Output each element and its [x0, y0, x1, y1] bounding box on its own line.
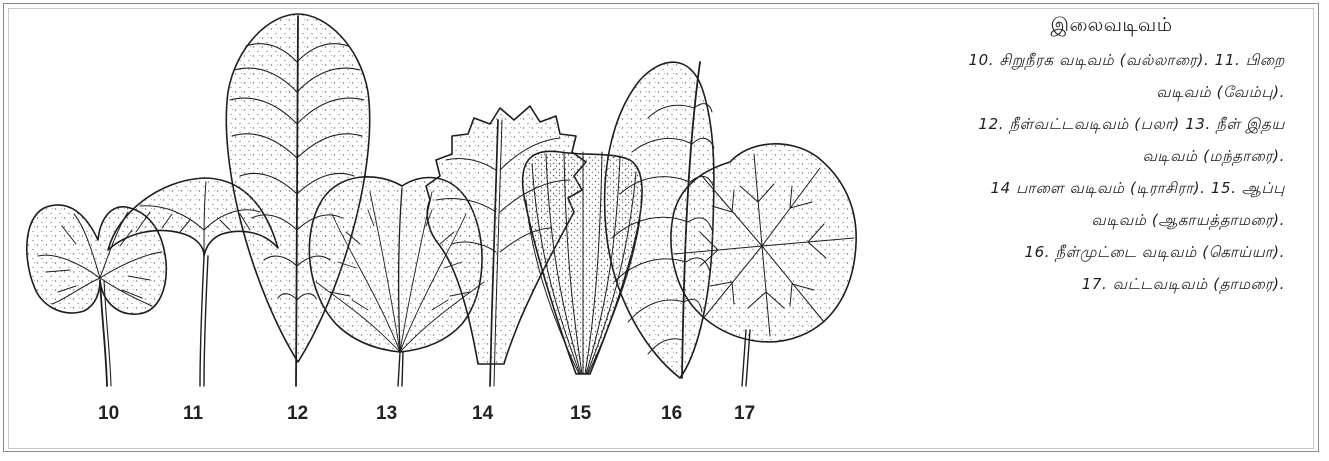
leaf-number-10: 10	[98, 403, 119, 424]
caption-line-5: 14 பாளை வடிவம் (டிராசிரா). 15. ஆப்பு	[760, 172, 1285, 204]
leaf-number-14: 14	[472, 403, 494, 424]
caption-line-1: 10. சிறுநீரக வடிவம் (வல்லாரை). 11. பிறை	[760, 44, 1285, 76]
caption-line-7: 16. நீள்முட்டை வடிவம் (கொய்யா).	[760, 236, 1285, 268]
caption-title: இலைவடிவம்	[938, 14, 1285, 39]
caption-line-6: வடிவம் (ஆகாயத்தாமரை).	[760, 204, 1285, 236]
caption-line-3: 12. நீள்வட்டவடிவம் (பலா) 13. நீள் இதய	[760, 108, 1285, 140]
leaf-number-16: 16	[661, 403, 682, 424]
leaf-number-labels: 10 11 12 13 14 15 16 17	[98, 403, 755, 424]
caption-line-2: வடிவம் (வேம்பு).	[760, 76, 1285, 108]
leaf-number-15: 15	[570, 403, 592, 424]
leaf-number-11: 11	[183, 403, 204, 424]
caption-block: இலைவடிவம் 10. சிறுநீரக வடிவம் (வல்லாரை).…	[760, 14, 1285, 300]
caption-line-4: வடிவம் (மந்தாரை).	[760, 140, 1285, 172]
caption-line-8: 17. வட்டவடிவம் (தாமரை).	[760, 268, 1285, 300]
leaf-number-17: 17	[734, 403, 755, 424]
leaf-number-12: 12	[287, 403, 308, 424]
leaf-number-13: 13	[376, 403, 397, 424]
